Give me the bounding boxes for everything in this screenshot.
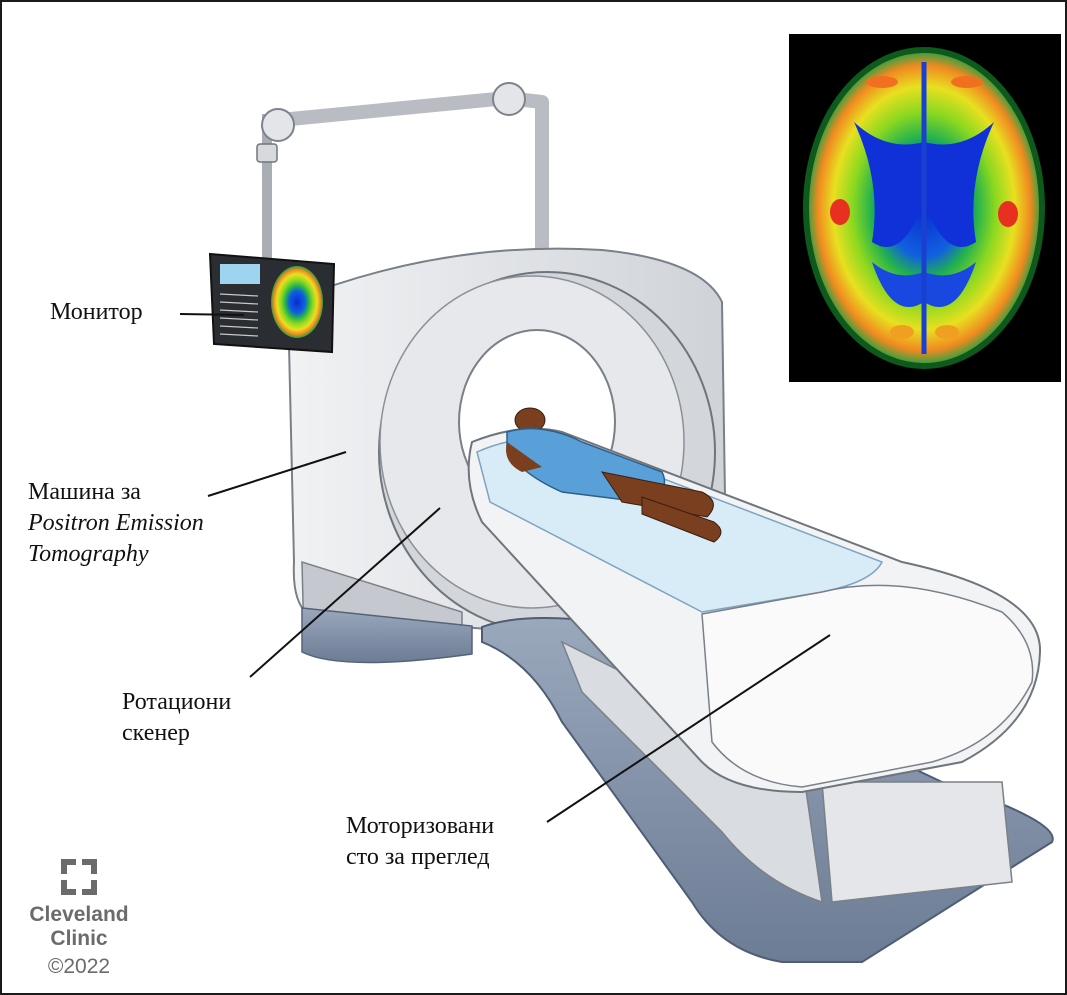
label-machine-line2: Positron Emission [28, 509, 204, 538]
brand-block: Cleveland Clinic ©2022 [24, 857, 134, 981]
brand-name-line2: Clinic [24, 927, 134, 951]
monitor [210, 254, 334, 352]
pet-brain-scan-image [789, 34, 1061, 382]
cleveland-clinic-logo-icon [59, 857, 99, 897]
label-monitor: Монитор [50, 298, 143, 327]
monitor-arm [257, 83, 542, 274]
label-table-line2: сто за преглед [346, 843, 490, 872]
brand-name-line1: Cleveland [24, 903, 134, 927]
label-table-line1: Моторизовани [346, 812, 494, 841]
leader-line-monitor [180, 314, 244, 315]
label-machine-line1: Машина за [28, 478, 141, 507]
label-machine-line3: Tomography [28, 540, 148, 569]
brand-copyright: ©2022 [24, 953, 134, 981]
label-scanner-line2: скенер [122, 719, 190, 748]
label-scanner-line1: Ротациони [122, 688, 231, 717]
